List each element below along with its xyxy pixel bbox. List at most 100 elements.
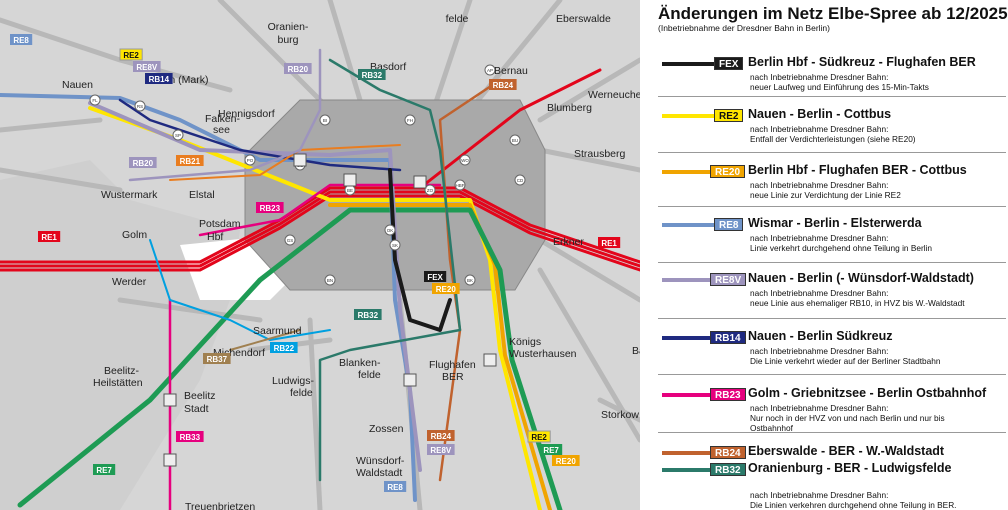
re1-line: [0, 194, 640, 272]
line-tag-label: RE8V: [136, 63, 158, 72]
route-name: Oranienburg - BER - Ludwigsfelde: [748, 461, 952, 475]
background-rail-line: [537, 237, 640, 303]
line-tag-box: [129, 157, 157, 168]
line-swatch: [662, 451, 716, 455]
place-label: Heilstätten: [93, 377, 143, 389]
re1-line: [0, 186, 640, 264]
station-marker: [454, 179, 466, 191]
line-swatch: [662, 223, 716, 227]
line-tag-label: FEX: [427, 273, 443, 282]
rb24-line: [438, 78, 502, 482]
legend-divider: [658, 96, 1006, 97]
line-tag-label: RE2: [123, 51, 139, 60]
station-code: BN: [327, 278, 333, 283]
route-name: Nauen - Berlin - Cottbus: [748, 107, 892, 121]
place-label: Beelitz: [184, 390, 216, 402]
route-name: Nauen - Berlin (- Wünsdorf-Waldstadt): [748, 271, 974, 285]
line-swatch: [662, 62, 716, 66]
line-badge: RE8V: [710, 273, 747, 286]
line-tag-box: [284, 63, 312, 74]
route-note: nach Inbetriebnahme Dresdner Bahn:: [750, 72, 889, 82]
station-marker: [324, 274, 336, 286]
line-tag-label: RE8: [387, 483, 403, 492]
place-label: Werneuchen: [588, 89, 640, 101]
line-tag-box: [270, 342, 298, 353]
line-tag-label: RE7: [543, 446, 559, 455]
line-tag-label: RB32: [362, 71, 383, 80]
place-label: Strausberg: [574, 148, 626, 160]
route-name: Golm - Griebnitzsee - Berlin Ostbahnhof: [748, 386, 987, 400]
route-name: Eberswalde - BER - W.-Waldstadt: [748, 444, 945, 458]
station-code: GS: [287, 238, 294, 243]
station-marker: [509, 134, 521, 146]
route-note: nach Inbetriebnahme Dresdner Bahn:: [750, 180, 889, 190]
legend-panel: Änderungen im Netz Elbe-Spree ab 12/2025…: [650, 0, 1008, 510]
line-swatch: [662, 468, 716, 472]
re7-line: [17, 207, 563, 510]
line-tag-label: RB24: [431, 432, 452, 441]
line-tag-box: [598, 237, 621, 248]
line-tag-label: RB33: [180, 433, 201, 442]
line-tag-label: RB21: [180, 157, 201, 166]
background-rail-line: [537, 57, 640, 123]
route-note: Die Linie verkehrt wieder auf der Berlin…: [750, 356, 941, 366]
station-marker: [424, 184, 436, 196]
line-tag-box: [38, 231, 61, 242]
line-tag-box: [93, 464, 116, 475]
line-tag-box: [489, 79, 517, 90]
line-tag-box: [552, 455, 580, 466]
legend-subtitle: (Inbetriebnahme der Dresdner Bahn in Ber…: [658, 23, 830, 33]
line-tag-box: [424, 271, 447, 282]
route-note: neue Linie aus ehemaliger RB10, in HVZ b…: [750, 298, 965, 308]
background-rail-line: [537, 147, 640, 173]
line-tag-box: [540, 444, 563, 455]
place-label: burg: [277, 34, 298, 46]
station-marker: [244, 154, 256, 166]
route-note: Entfall der Verdichterleistungen (siehe …: [750, 134, 916, 144]
line-tag-label: RE7: [96, 466, 112, 475]
background-rail-line: [0, 117, 103, 133]
line-tag-label: RB23: [260, 204, 281, 213]
place-label: Ludwigs-: [272, 375, 315, 387]
station-marker: [89, 94, 101, 106]
line-swatch: [662, 393, 716, 397]
station-marker: [284, 234, 296, 246]
line-tag-box: [176, 155, 204, 166]
legend-divider: [658, 152, 1006, 153]
place-label: Bernau: [494, 65, 528, 77]
legend-divider: [658, 374, 1006, 375]
station-platform: [163, 453, 177, 467]
place-label: Ba: [632, 345, 640, 357]
line-tag-label: RB32: [358, 311, 379, 320]
line-tag-box: [358, 69, 386, 80]
land-area: [0, 160, 240, 510]
line-tag-label: RE1: [41, 233, 57, 242]
rb21-line: [169, 144, 401, 181]
legend-divider: [658, 318, 1006, 319]
place-label: Werder: [112, 276, 147, 288]
rb32-line: [318, 58, 462, 482]
station-marker: [319, 114, 331, 126]
line-tag-box: [427, 444, 455, 455]
place-label: Storkow: [601, 409, 639, 421]
place-label: Wusterhausen: [509, 348, 577, 360]
place-label: Oranien-: [268, 21, 309, 33]
rb37-line: [229, 329, 301, 351]
station-marker: [389, 239, 401, 251]
place-label: Saarmund: [253, 325, 302, 337]
place-label: Falken-: [205, 113, 241, 125]
place-label: Waldstadt: [356, 467, 402, 479]
background-rail-line: [217, 0, 333, 113]
route-note: nach Inbetriebnahme Dresdner Bahn:: [750, 288, 889, 298]
route-note: nach Inbetriebnahme Dresdner Bahn:: [750, 346, 889, 356]
route-name: Nauen - Berlin Südkreuz: [748, 329, 893, 343]
place-label: Treuenbrietzen: [185, 501, 255, 510]
line-swatch: [662, 170, 716, 174]
line-badge: RB14: [710, 331, 746, 344]
station-code: AP: [487, 68, 493, 73]
place-label: Erkner: [553, 236, 584, 248]
place-label: Zossen: [369, 423, 404, 435]
re8v-line: [88, 101, 422, 472]
line-tag-label: RE2: [531, 433, 547, 442]
rb22-line: [149, 239, 331, 341]
